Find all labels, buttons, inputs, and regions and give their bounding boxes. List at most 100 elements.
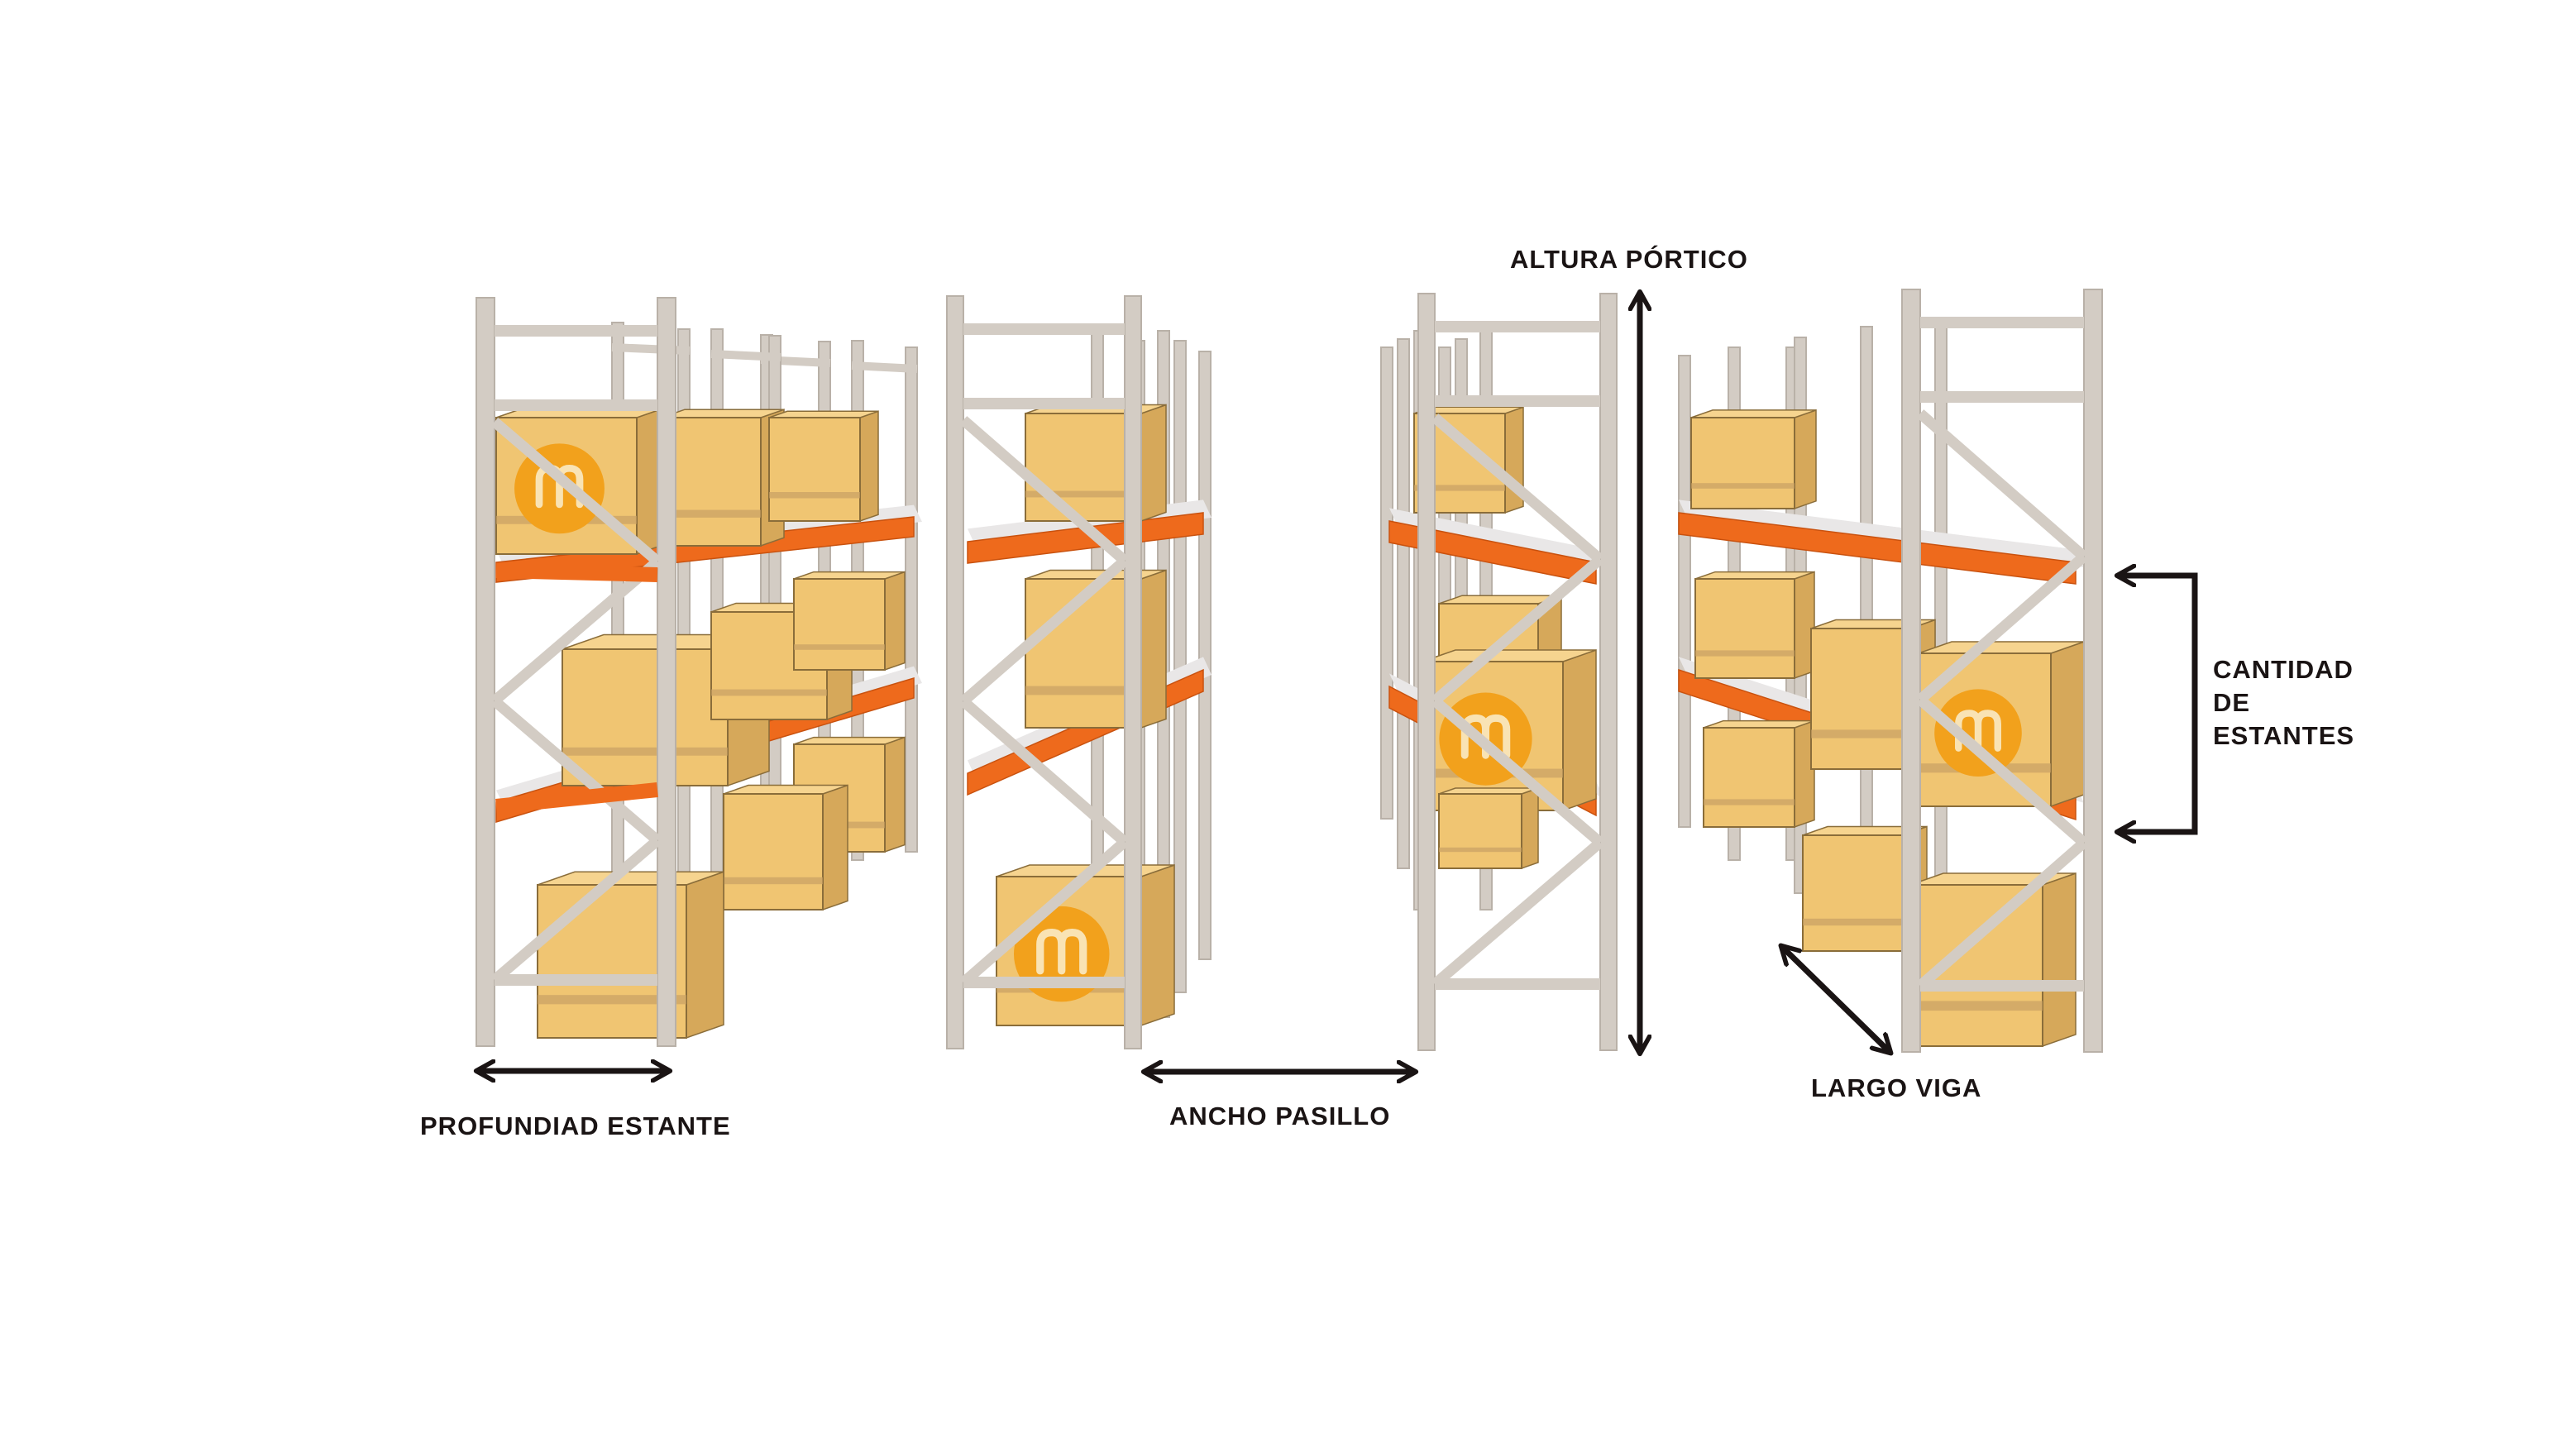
- box-side: [1562, 648, 1597, 812]
- frame-diagonal: [959, 838, 1129, 987]
- box: [723, 793, 824, 911]
- frame-diagonal: [1431, 413, 1604, 564]
- box: [1909, 884, 2043, 1047]
- height-label: ALTURA PÓRTICO: [1510, 245, 1748, 274]
- shelf-count-bracket: [2119, 576, 2198, 832]
- box-side: [2042, 872, 2077, 1048]
- box: [1694, 578, 1795, 679]
- box-top: [1694, 571, 1815, 580]
- box-tape: [538, 995, 686, 1005]
- upright-post: [476, 297, 495, 1047]
- box-side: [1140, 404, 1167, 523]
- upright-post: [905, 347, 918, 853]
- shelf-beam: [1678, 512, 2077, 585]
- upright-post: [1397, 338, 1410, 869]
- box-side: [1140, 863, 1175, 1027]
- frame-diagonal: [1431, 838, 1604, 988]
- upright-post: [657, 297, 676, 1047]
- box-side: [1140, 569, 1167, 729]
- box-tape: [1439, 847, 1522, 853]
- box: [1802, 834, 1903, 952]
- depth-label: PROFUNDIAD ESTANTE: [420, 1111, 731, 1140]
- box-tape: [562, 747, 728, 756]
- m-logo-glyph: [1955, 710, 2001, 752]
- shelf-count-label: CANTIDAD DE ESTANTES: [2213, 653, 2354, 753]
- box-top: [793, 571, 906, 580]
- box-tape: [711, 689, 827, 696]
- box: [1703, 727, 1795, 828]
- shelf-beam: [495, 563, 658, 582]
- box-tape: [1811, 729, 1910, 738]
- frame-rung: [851, 361, 918, 373]
- frame-diagonal: [490, 836, 662, 984]
- frame-diagonal: [1431, 555, 1604, 705]
- box-tape: [1414, 485, 1505, 491]
- frame-rung: [710, 350, 781, 361]
- frame-diagonal: [959, 416, 1129, 565]
- box-side: [686, 871, 724, 1040]
- box-tape: [1025, 686, 1141, 695]
- frame-diagonal: [490, 557, 662, 705]
- upright-post: [1934, 326, 1948, 935]
- beam-length-label: LARGO VIGA: [1811, 1073, 1982, 1102]
- box-side: [822, 784, 848, 911]
- box-tape: [1025, 490, 1141, 498]
- frame-diagonal: [1916, 839, 2088, 990]
- upright-post: [946, 295, 964, 1049]
- box: [661, 417, 762, 547]
- upright-post: [1599, 293, 1618, 1051]
- box-tape: [794, 644, 885, 650]
- box: [768, 417, 861, 522]
- upright-post: [1198, 351, 1212, 960]
- shelf-count-line: DE: [2213, 688, 2251, 717]
- box-tape: [1691, 483, 1795, 489]
- box-top: [1703, 719, 1815, 729]
- beam-length-arrow: [1782, 947, 1890, 1052]
- upright-post: [1901, 289, 1921, 1053]
- box: [1438, 793, 1522, 869]
- frame-diagonal: [1916, 552, 2088, 704]
- box-tape: [1695, 650, 1795, 657]
- frame-diagonal: [490, 696, 662, 845]
- box-top: [768, 410, 879, 418]
- upright-post: [1380, 347, 1393, 820]
- shelf-beam: [495, 782, 658, 814]
- upright-post: [2083, 289, 2103, 1053]
- frame-diagonal: [1916, 695, 2088, 847]
- box: [1810, 628, 1911, 770]
- frame-diagonal: [1916, 409, 2088, 561]
- shelf-count-line: ESTANTES: [2213, 721, 2355, 750]
- box: [562, 648, 729, 786]
- box: [793, 578, 886, 671]
- box-side: [2050, 640, 2085, 808]
- frame-diagonal: [490, 418, 662, 566]
- rack-left: [476, 297, 922, 1047]
- m-logo-glyph: [1036, 928, 1087, 975]
- upright-post: [1417, 293, 1436, 1051]
- shelf-deck: [1389, 508, 1604, 567]
- box-side: [884, 571, 906, 672]
- box-tape: [769, 492, 860, 499]
- box-top: [1690, 409, 1817, 418]
- frame-diagonal: [1431, 696, 1604, 847]
- box-side: [1521, 786, 1539, 870]
- shelf-count-line: CANTIDAD: [2213, 655, 2354, 684]
- aisle-label: ANCHO PASILLO: [1169, 1102, 1391, 1130]
- box-side: [1794, 409, 1817, 510]
- frame-diagonal: [959, 697, 1129, 846]
- frame-rung: [611, 343, 691, 355]
- box-top: [1438, 787, 1539, 795]
- box-side: [884, 736, 906, 853]
- box-tape: [1910, 1001, 2043, 1011]
- frame-diagonal: [959, 557, 1129, 705]
- upright-post: [1124, 295, 1142, 1049]
- box-side: [859, 410, 879, 523]
- box-tape: [1803, 918, 1902, 926]
- box-top: [1025, 569, 1167, 580]
- rack-center-right: [1380, 293, 1618, 1051]
- dimension-arrows: [478, 294, 2198, 1072]
- rack-right: [1678, 289, 2103, 1053]
- shelf-beam: [1388, 520, 1597, 585]
- upright-post: [1678, 355, 1691, 828]
